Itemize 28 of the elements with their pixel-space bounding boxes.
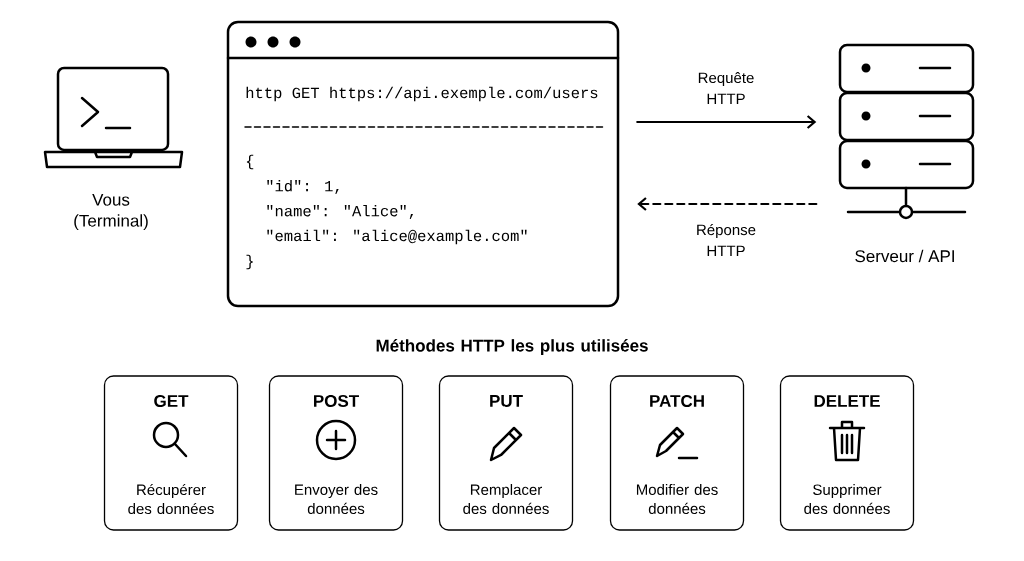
code-line: {	[246, 154, 254, 170]
method-card: GET Récupérer des données	[103, 375, 239, 531]
node-label: Récupérer des données	[128, 483, 214, 515]
node-label: PUT	[490, 395, 523, 407]
node-label: Envoyer des données	[295, 483, 378, 514]
node-label: DELETE	[814, 395, 880, 407]
edge-label: Requête HTTP	[690, 71, 762, 105]
arrow	[637, 197, 818, 211]
edge-label: Réponse HTTP	[690, 222, 762, 257]
caption: Vous (Terminal)	[74, 193, 148, 231]
section-heading: Méthodes HTTP les plus utilisées	[376, 339, 648, 355]
code-line: "email": "alice@example.com"	[267, 229, 527, 245]
method-card: PUT Remplacer des données	[438, 375, 574, 531]
node-label: Supprimer des données	[804, 483, 890, 514]
node-label: PATCH	[650, 394, 704, 408]
method-card: DELETE Supprimer des données	[779, 375, 915, 531]
node-label: POST	[314, 394, 359, 408]
code-line: "name": "Alice",	[267, 205, 414, 219]
code-line: http GET https://api.exemple.com/users	[246, 86, 598, 102]
node-label: Remplacer des données	[463, 483, 549, 514]
method-card: POST Envoyer des données	[268, 375, 404, 531]
arrow	[636, 115, 817, 129]
method-card: PATCH Modifier des données	[609, 375, 745, 531]
code-line: "id": 1,	[267, 180, 339, 194]
node-label: GET	[154, 394, 189, 408]
node-label: Serveur / API	[855, 249, 954, 263]
code-line: }	[246, 254, 253, 270]
node-label: Modifier des données	[636, 483, 718, 514]
